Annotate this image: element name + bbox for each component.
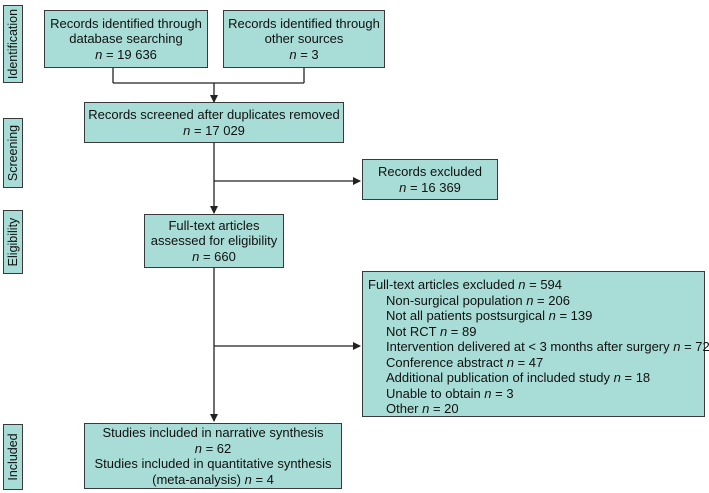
reason-item: Intervention delivered at < 3 months aft…: [386, 339, 709, 354]
other-sources-box: Records identified through other sources…: [223, 10, 385, 68]
database-records-box: Records identified through database sear…: [44, 10, 208, 68]
reason-item: Conference abstract n = 47: [386, 354, 544, 370]
reason-item: Not all patients postsurgical n = 139: [386, 308, 593, 323]
fulltext-assessed-box: Full-text articles assessed for eligibil…: [144, 214, 284, 268]
studies-included-box: Studies included in narrative synthesis …: [84, 423, 342, 489]
records-excluded-box: Records excluded n = 16 369: [362, 159, 498, 200]
reason-item: Other n = 20: [386, 401, 459, 416]
reason-item: Not RCT n = 89: [386, 323, 477, 339]
records-screened-box: Records screened after duplicates remove…: [84, 102, 344, 143]
fulltext-excluded-title: Full-text articles excluded n = 594: [368, 277, 563, 292]
reason-item: Non-surgical population n = 206: [386, 292, 570, 308]
fulltext-excluded-box: Full-text articles excluded n = 594 Non-…: [362, 271, 709, 417]
reason-item: Additional publication of included study…: [386, 370, 651, 385]
stage-included: Included: [3, 424, 23, 490]
reason-item: Unable to obtain n = 3: [386, 385, 514, 401]
stage-eligibility: Eligibility: [3, 210, 23, 274]
stage-identification: Identification: [3, 5, 23, 83]
stage-screening: Screening: [3, 118, 23, 188]
